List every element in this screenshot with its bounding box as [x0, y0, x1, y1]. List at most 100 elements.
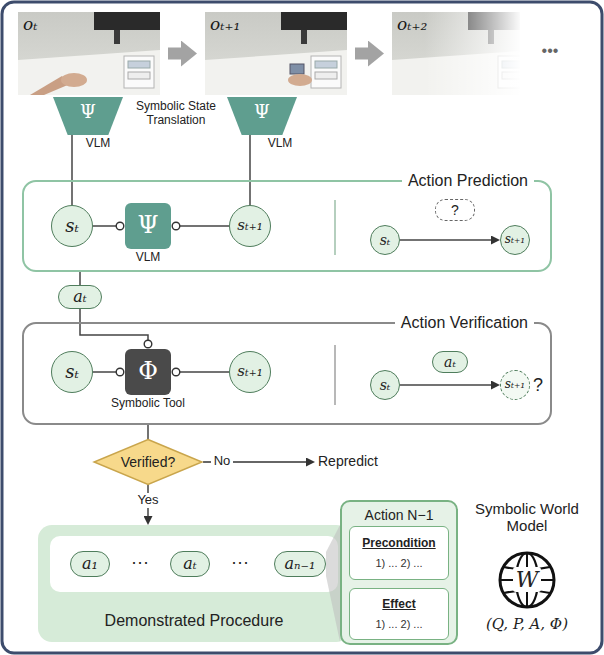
state-circle: sₜ	[51, 205, 93, 247]
connector-line	[249, 135, 251, 205]
node-label: aₜ	[183, 555, 196, 573]
photo-fade	[392, 12, 522, 96]
connector-line	[71, 135, 73, 205]
photo-scene	[205, 12, 347, 95]
figure-label: Symbolic State Translation	[126, 100, 226, 128]
unknown-action: ?	[435, 199, 475, 221]
vlm-trapezoid: ΨVLM	[227, 97, 297, 135]
unknown-state: sₜ₊₁?	[500, 370, 530, 400]
object-shape	[290, 64, 304, 74]
box-heading: Effect	[382, 598, 415, 612]
action-pill: aₙ₋₁	[274, 551, 326, 577]
node-label: Ψ	[137, 212, 158, 240]
node-label: ?	[451, 202, 459, 218]
vlm-trapezoid: ΨVLM	[53, 97, 123, 135]
photo-scene	[392, 12, 534, 95]
node-label: sₜ	[65, 216, 79, 237]
sequence-arrow	[355, 48, 368, 60]
connector-line	[93, 371, 120, 373]
prediction-panel: Action PredictionsₜΨVLMsₜ₊₁sₜ?sₜ₊₁	[22, 180, 552, 272]
caption-label: VLM	[268, 137, 293, 151]
action-pill: aₜ	[170, 551, 210, 577]
connector-line	[400, 239, 491, 241]
figure-label: W	[513, 567, 542, 592]
state-circle: sₜ	[370, 370, 400, 400]
connector-line	[93, 225, 120, 227]
trapezoid-fill	[53, 97, 123, 135]
connector-line	[176, 225, 229, 227]
panel-title: Action Verification	[395, 313, 534, 333]
state-circle: sₜ₊₁	[500, 225, 530, 255]
node-label: Ψ	[254, 102, 270, 123]
zoom-wedge	[326, 525, 340, 642]
connector-line	[147, 425, 149, 439]
node-label: a₁	[82, 555, 98, 573]
sequence-arrow	[168, 48, 181, 60]
decision-diamond: Verified?	[93, 439, 203, 485]
edge-label: Yes	[134, 493, 161, 508]
node-label: sₜ₊₁	[237, 217, 262, 234]
figure-label: Symbolic World Model	[468, 500, 586, 535]
connector-line	[400, 384, 491, 386]
photo-frame: oₜ₊₂	[392, 12, 520, 95]
condition-box: Effect 1) ... 2) ...	[349, 588, 449, 640]
figure-label: (Q, P, A, Φ)	[486, 616, 568, 633]
caption-label: VLM	[86, 137, 111, 151]
diamond-fill	[94, 439, 202, 484]
node-label: Verified?	[121, 454, 175, 470]
figure-label: ···	[231, 552, 249, 573]
panel-title: Action Prediction	[402, 171, 534, 191]
action-pill: aₜ	[58, 285, 102, 309]
node-label: aₜ	[73, 288, 86, 306]
node-label: sₜ	[380, 232, 391, 248]
node-label: sₜ	[65, 362, 79, 383]
figure-label: No	[211, 454, 234, 469]
question-mark: ?	[533, 375, 543, 396]
condition-box: Precondition 1) ... 2) ...	[349, 526, 449, 580]
node-label: aₜ	[444, 354, 456, 370]
action-pill: aₜ	[432, 351, 468, 373]
divider-line	[334, 345, 336, 405]
hand-shape	[61, 73, 87, 87]
action-pill: a₁	[70, 551, 110, 577]
figure-label: •••	[542, 42, 559, 60]
caption-label: Symbolic Tool	[111, 397, 185, 411]
node-label: Φ	[138, 358, 158, 386]
frame-label: oₜ₊₁	[210, 15, 240, 35]
state-circle: sₜ	[370, 225, 400, 255]
photo-frame: oₜ₊₁	[205, 12, 347, 95]
node-label: aₙ₋₁	[285, 555, 316, 573]
photo-scene	[18, 12, 160, 95]
box-body: 1) ... 2) ...	[375, 557, 422, 570]
state-circle: sₜ	[51, 351, 93, 393]
frame-label: oₜ₊₂	[397, 15, 427, 35]
connector-line	[79, 272, 81, 285]
connector-line	[176, 371, 229, 373]
band-title: Demonstrated Procedure	[105, 612, 284, 630]
connector-line	[80, 309, 148, 344]
box-body: 1) ... 2) ...	[375, 618, 422, 631]
tool-block: ΦSymbolic Tool	[125, 349, 171, 395]
node-label: sₜ₊₁	[505, 378, 525, 392]
action-card: Action N−1Precondition1) ... 2) ...Effec…	[340, 500, 458, 645]
node-label: Ψ	[80, 102, 96, 123]
verification-panel: Action VerificationsₜΦSymbolic Toolsₜ₊₁s…	[22, 322, 552, 425]
node-label: sₜ	[380, 377, 391, 393]
hand-shape	[288, 74, 312, 86]
figure-label: Repredict	[318, 453, 378, 469]
caption-label: VLM	[136, 251, 161, 265]
state-circle: sₜ₊₁	[229, 205, 271, 247]
procedure-band: Demonstrated Procedure a₁ aₜ aₙ₋₁	[38, 525, 350, 642]
state-circle: sₜ₊₁	[229, 351, 271, 393]
vlm-block: ΨVLM	[125, 203, 171, 249]
figure-label: ···	[131, 552, 149, 573]
trapezoid-fill	[227, 97, 297, 135]
globe-icon	[500, 553, 554, 607]
card-title: Action N−1	[365, 507, 434, 523]
frame-label: oₜ	[23, 15, 37, 35]
box-heading: Precondition	[362, 537, 435, 551]
node-label: sₜ₊₁	[237, 363, 262, 380]
node-label: sₜ₊₁	[505, 233, 525, 247]
divider-line	[334, 200, 336, 255]
